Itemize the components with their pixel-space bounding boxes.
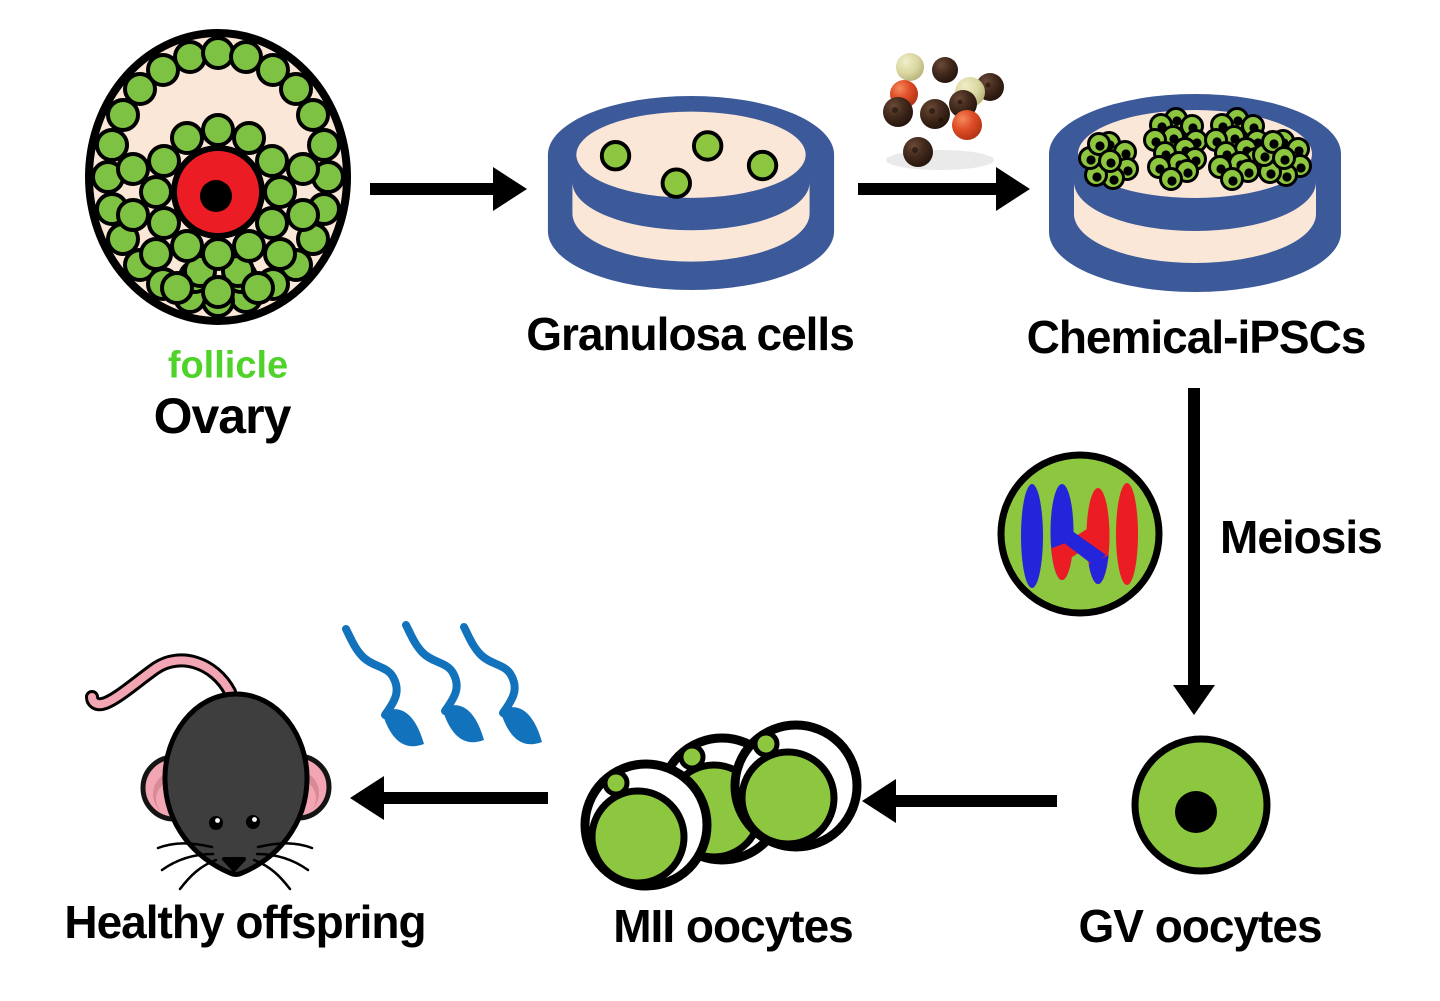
petri-dish-granulosa-icon: [547, 95, 835, 290]
healthy-offspring-label: Healthy offspring: [64, 896, 426, 948]
ipsc-colony: [1252, 129, 1312, 187]
chemical-compounds-icon: [883, 53, 1004, 170]
mouse-head: [162, 691, 310, 877]
ovary-follicle-illustration: [85, 29, 351, 325]
mouse-nose: [222, 857, 246, 872]
right-arrow-icon: [858, 167, 1030, 211]
mii-oocytes-icon: [578, 708, 870, 898]
mouse-tail: [88, 656, 234, 709]
left-arrow-icon: [350, 776, 548, 820]
mouse-icon: [85, 653, 332, 891]
granulosa-cell: [660, 167, 692, 199]
left-arrow-icon: [862, 779, 1057, 823]
oocyte-nucleus: [200, 180, 232, 212]
mouse-whiskers: [156, 842, 314, 891]
meiosis-label: Meiosis: [1220, 511, 1383, 563]
gv-oocyte-icon: [1131, 735, 1271, 875]
down-arrow-icon: [1173, 388, 1215, 715]
chromosome-blue: [1021, 484, 1043, 588]
crossover-band-blue: [1055, 528, 1106, 565]
granulosa-cell: [691, 130, 724, 162]
granulosa-cell: [599, 140, 632, 172]
follicle-label: follicle: [167, 344, 289, 387]
ovary-label: Ovary: [153, 388, 292, 444]
mouse-eyes: [209, 815, 260, 830]
granulosa-cell: [746, 149, 779, 182]
chromosome-crossover-icon: [997, 451, 1163, 617]
chemical-ipscs-label: Chemical-iPSCs: [1026, 311, 1367, 363]
chromosome-red: [1116, 483, 1138, 585]
gv-oocytes-label: GV oocytes: [1078, 900, 1322, 952]
right-arrow-icon: [370, 167, 527, 211]
mii-oocytes-label: MII oocytes: [613, 900, 854, 952]
ipsc-colony: [1078, 131, 1139, 190]
granulosa-label: Granulosa cells: [526, 308, 855, 360]
germinal-vesicle: [1175, 791, 1217, 833]
petri-dish-ipsc-icon: [1049, 94, 1341, 292]
